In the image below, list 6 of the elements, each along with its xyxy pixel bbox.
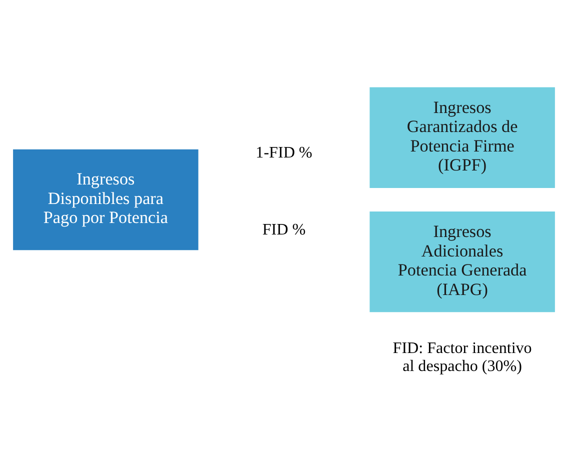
label: FID % (262, 222, 306, 239)
node-box: Ingresos Disponibles para Pago por Potencia (13, 149, 198, 250)
label: 1-FID % (256, 144, 312, 162)
node-box: Ingresos Garantizados de Potencia Firme (IGPF) (370, 87, 555, 188)
node-box: Ingresos Adicionales Potencia Generada (IAPG) (370, 212, 555, 312)
label: FID: Factor incentivo al despacho (30%) (392, 340, 532, 376)
